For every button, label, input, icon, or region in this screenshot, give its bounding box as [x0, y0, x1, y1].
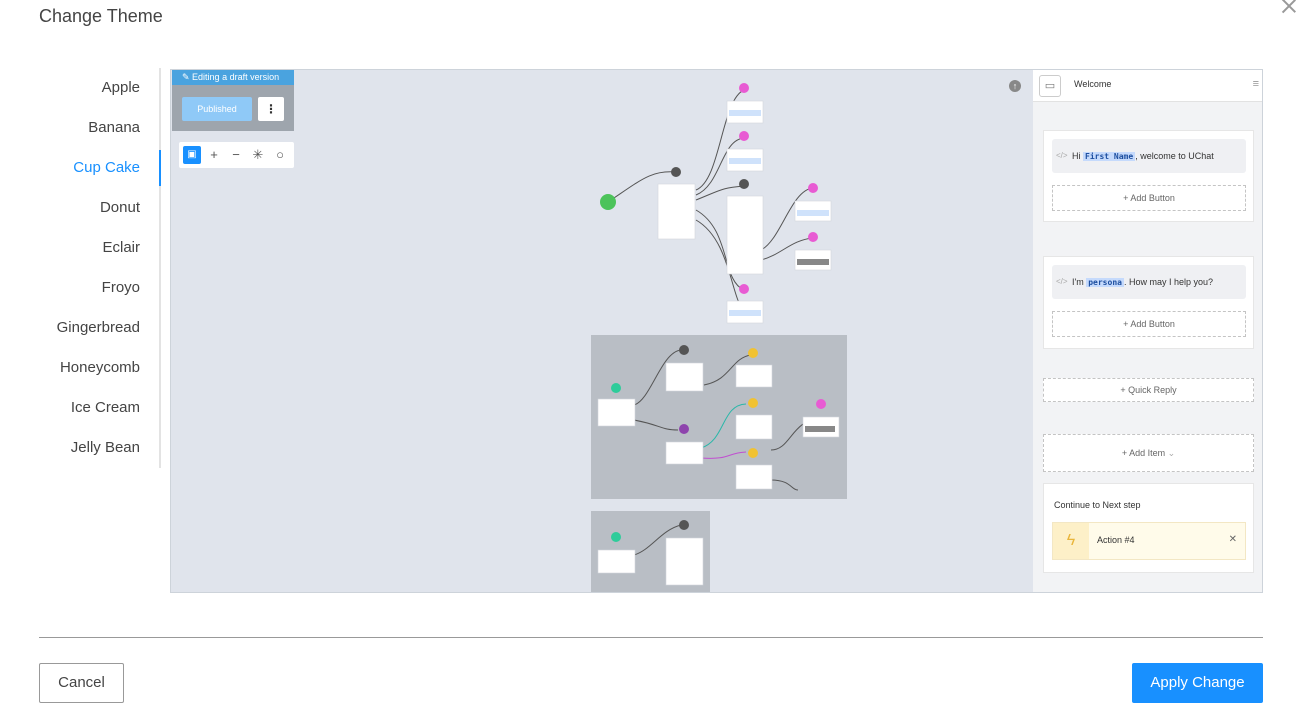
more-vertical-icon[interactable]: ⋮ [258, 97, 284, 121]
zoom-in-icon[interactable]: + [210, 147, 218, 162]
theme-item-banana[interactable]: Banana [88, 119, 140, 136]
footer-divider [39, 637, 1263, 638]
chevron-down-icon: ⌄ [1167, 448, 1176, 458]
add-button-2[interactable]: + Add Button [1052, 311, 1246, 337]
message-card-2: </> I'm persona. How may I help you? + A… [1043, 256, 1254, 349]
flow-node-start [600, 194, 616, 210]
dialog-title: Change Theme [39, 6, 163, 26]
action-item[interactable]: ϟ Action #4 ✕ [1052, 522, 1246, 560]
zoom-out-icon[interactable]: − [232, 147, 240, 162]
variable-chip: persona [1086, 278, 1124, 287]
draft-status-panel: ✎ Editing a draft version Published ⋮ [172, 70, 294, 131]
apply-change-button[interactable]: Apply Change [1132, 663, 1263, 703]
action-label: Action #4 [1097, 535, 1135, 545]
canvas-toolbar: ▣ + − ✳ ○ [179, 142, 294, 168]
theme-item-apple[interactable]: Apple [101, 79, 140, 96]
theme-item-ice-cream[interactable]: Ice Cream [70, 399, 140, 416]
code-icon: </> [1056, 277, 1068, 286]
continue-title: Continue to Next step [1054, 500, 1141, 510]
close-icon[interactable] [1280, 0, 1298, 14]
theme-item-honeycomb[interactable]: Honeycomb [59, 359, 140, 376]
add-button-1[interactable]: + Add Button [1052, 185, 1246, 211]
add-item-button[interactable]: + Add Item ⌄ [1043, 434, 1254, 472]
search-icon[interactable]: ○ [276, 147, 284, 162]
folder-plus-icon[interactable]: ▣ [183, 146, 201, 164]
continue-card: Continue to Next step ϟ Action #4 ✕ [1043, 483, 1254, 573]
lightning-icon: ϟ [1053, 523, 1089, 559]
draft-banner: ✎ Editing a draft version [172, 70, 294, 85]
message-icon: ▭ [1039, 75, 1061, 97]
quick-reply-button[interactable]: + Quick Reply [1043, 378, 1254, 402]
message-bubble-1[interactable]: </> Hi First Name, welcome to UChat [1052, 139, 1246, 173]
theme-item-cup-cake[interactable]: Cup Cake [39, 148, 161, 188]
step-editor-panel: ▭ Welcome ≡ </> Hi First Name, welcome t… [1033, 70, 1262, 592]
upload-icon[interactable]: ↑ [1009, 80, 1021, 92]
theme-item-donut[interactable]: Donut [99, 199, 140, 216]
theme-list: Apple Banana Cup Cake Donut Eclair Froyo… [39, 68, 161, 468]
variable-chip: First Name [1083, 152, 1136, 161]
theme-item-gingerbread[interactable]: Gingerbread [56, 319, 140, 336]
theme-preview: ✎ Editing a draft version Published ⋮ ▣ … [170, 69, 1263, 593]
cancel-button[interactable]: Cancel [39, 663, 124, 703]
message-card-1: </> Hi First Name, welcome to UChat + Ad… [1043, 130, 1254, 222]
theme-item-eclair[interactable]: Eclair [102, 239, 140, 256]
published-button[interactable]: Published [182, 97, 252, 121]
message-bubble-2[interactable]: </> I'm persona. How may I help you? [1052, 265, 1246, 299]
panel-title: Welcome [1074, 79, 1112, 89]
theme-item-froyo[interactable]: Froyo [101, 279, 140, 296]
magic-wand-icon[interactable]: ✳ [252, 147, 264, 162]
code-icon: </> [1056, 151, 1068, 160]
panel-header: ▭ Welcome ≡ [1033, 70, 1262, 102]
menu-icon[interactable]: ≡ [1252, 78, 1259, 90]
theme-item-jelly-bean[interactable]: Jelly Bean [70, 439, 140, 456]
flow-canvas [591, 83, 847, 592]
remove-icon[interactable]: ✕ [1228, 534, 1237, 545]
